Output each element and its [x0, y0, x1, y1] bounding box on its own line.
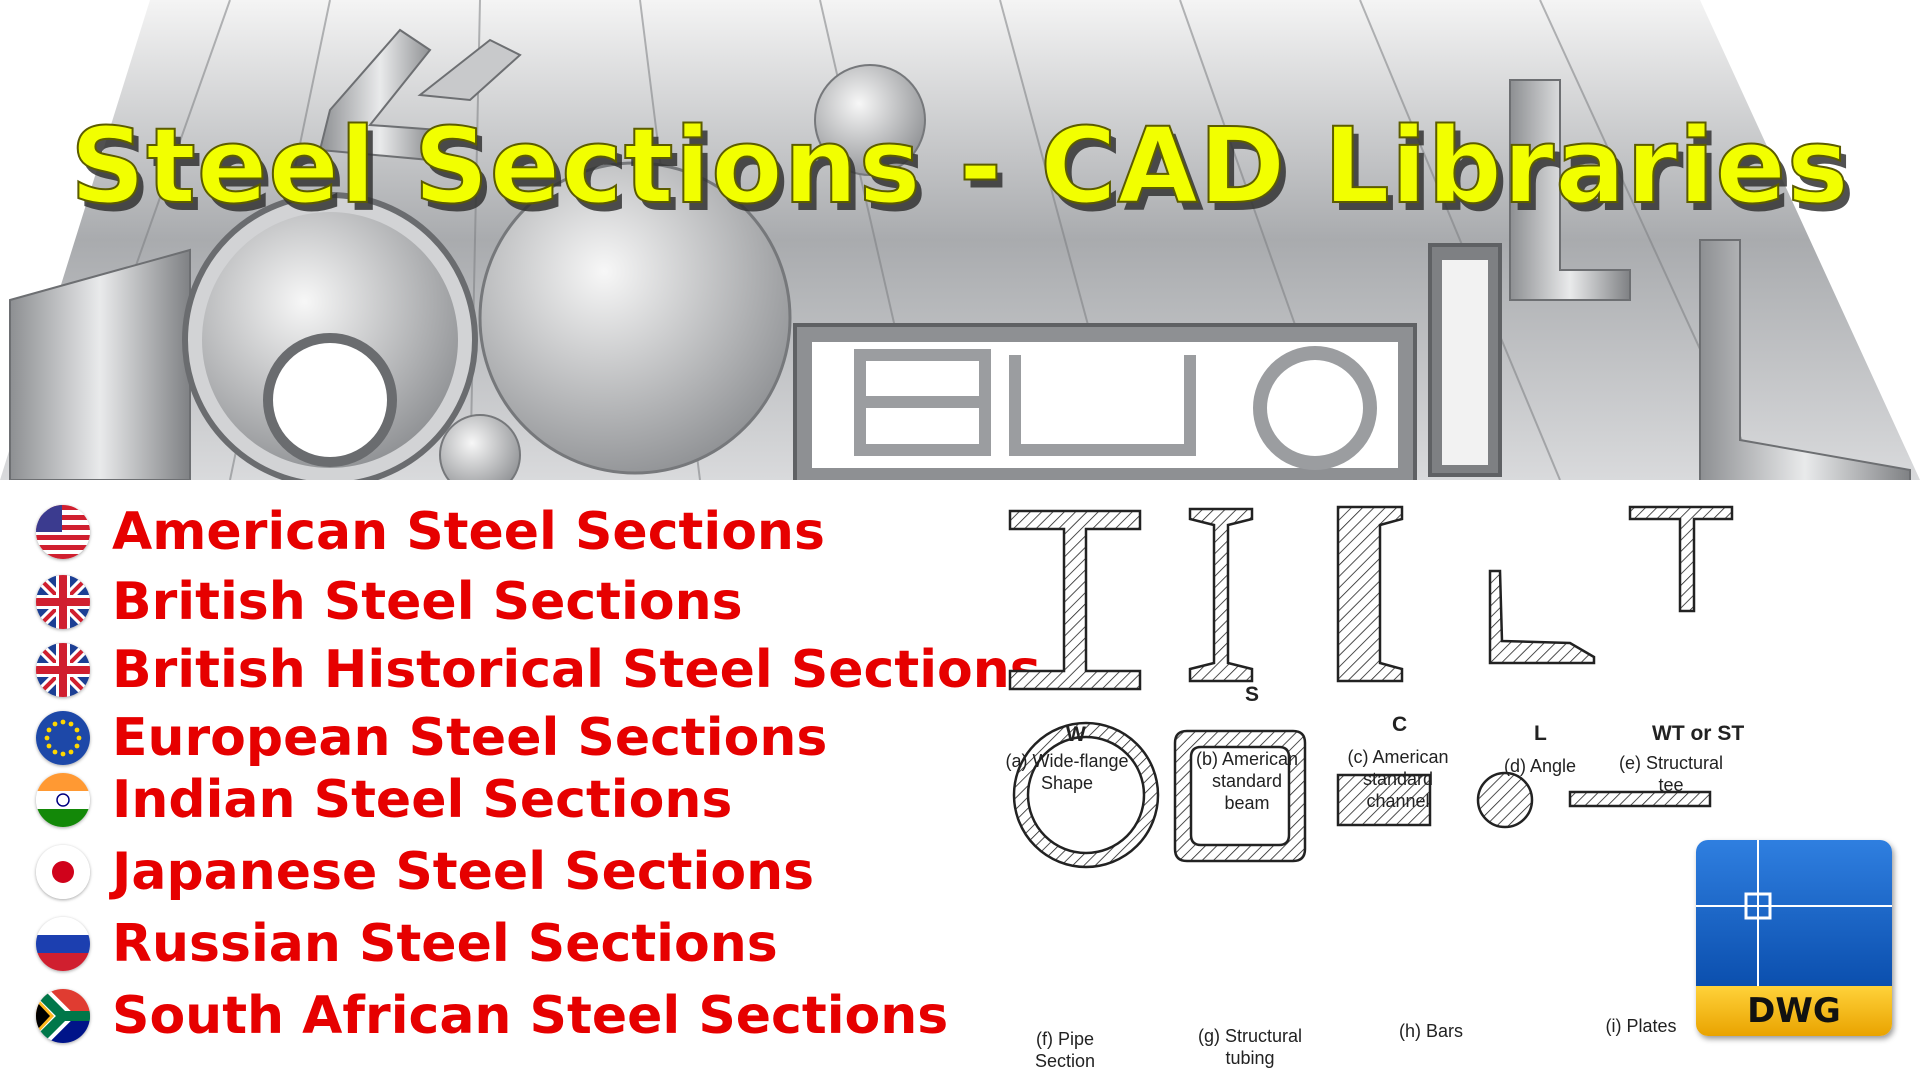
- page-title: Steel Sections - CAD Libraries: [69, 104, 1850, 228]
- w-shape-label: (a) Wide-flange Shape: [1005, 751, 1129, 793]
- s-shape: [1188, 507, 1254, 683]
- list-item-label: British Steel Sections: [112, 572, 743, 632]
- t-shape-label: (e) Structural tee: [1618, 753, 1724, 795]
- c-shape-label: (c) American standard channel: [1347, 747, 1449, 811]
- s-shape-label: (b) American standard beam: [1195, 749, 1299, 813]
- list-item-japanese[interactable]: Japanese Steel Sections: [36, 840, 814, 904]
- w-code-label: W: [1066, 723, 1086, 746]
- india-flag-icon: [36, 773, 90, 827]
- bar-round-shape: [1476, 771, 1534, 829]
- list-item-european[interactable]: European Steel Sections: [36, 706, 827, 770]
- plates-shape-label: (i) Plates: [1605, 1016, 1677, 1036]
- l-shape-label: (d) Angle: [1503, 756, 1577, 776]
- tube-shape: [1173, 729, 1307, 863]
- dwg-file-icon: DWG: [1696, 840, 1892, 1036]
- pipe-shape-label: (f) Pipe Section: [1034, 1029, 1096, 1071]
- steel-profiles-image: [0, 0, 1920, 500]
- russia-flag-icon: [36, 917, 90, 971]
- t-code-label: WT or ST: [1652, 722, 1745, 745]
- list-item-label: Indian Steel Sections: [112, 770, 733, 830]
- list-item-south-african[interactable]: South African Steel Sections: [36, 984, 948, 1048]
- eu-flag-icon: [36, 711, 90, 765]
- s-code-label: S: [1245, 683, 1260, 706]
- w-shape: [1008, 509, 1142, 691]
- tube-shape-label: (g) Structural tubing: [1197, 1026, 1303, 1068]
- steel-shapes-diagram: [990, 495, 1920, 1080]
- japan-flag-icon: [36, 845, 90, 899]
- uk-flag-icon: [36, 575, 90, 629]
- pipe-shape: [1012, 721, 1160, 869]
- list-item-british-historical[interactable]: British Historical Steel Sections: [36, 638, 1041, 702]
- list-item-label: European Steel Sections: [112, 708, 828, 768]
- list-item-label: South African Steel Sections: [112, 986, 949, 1046]
- list-item-indian[interactable]: Indian Steel Sections: [36, 768, 732, 832]
- list-item-russian[interactable]: Russian Steel Sections: [36, 912, 778, 976]
- l-code-label: L: [1534, 722, 1547, 745]
- bar-rect-shape: [1336, 773, 1432, 827]
- list-item-label: Japanese Steel Sections: [112, 842, 815, 902]
- list-item-american[interactable]: American Steel Sections: [36, 500, 825, 564]
- plate-shape: [1568, 790, 1712, 808]
- bars-shape-label: (h) Bars: [1398, 1021, 1463, 1041]
- dwg-label: DWG: [1696, 986, 1892, 1036]
- usa-flag-icon: [36, 505, 90, 559]
- c-shape: [1336, 505, 1404, 683]
- south-africa-flag-icon: [36, 989, 90, 1043]
- l-shape: [1488, 569, 1596, 665]
- list-item-british[interactable]: British Steel Sections: [36, 570, 743, 634]
- t-shape: [1628, 505, 1734, 613]
- list-item-label: British Historical Steel Sections: [112, 640, 1041, 700]
- list-item-label: Russian Steel Sections: [112, 914, 778, 974]
- list-item-label: American Steel Sections: [112, 502, 825, 562]
- c-code-label: C: [1392, 713, 1408, 736]
- uk-flag-icon: [36, 643, 90, 697]
